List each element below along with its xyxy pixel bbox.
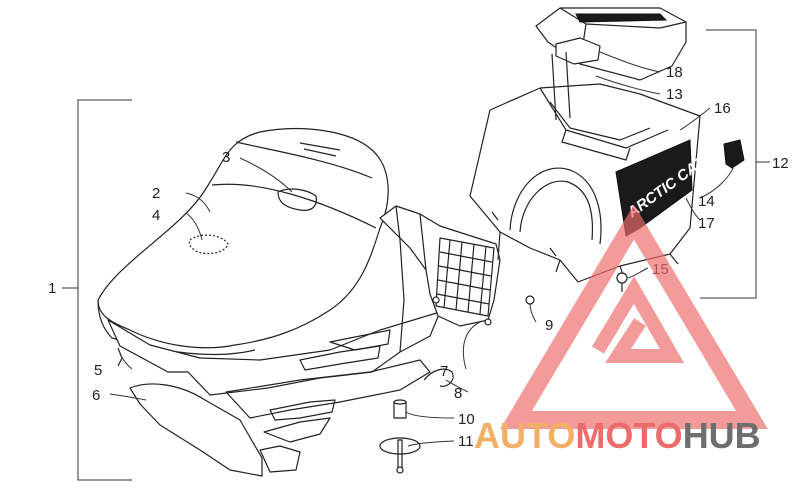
callout-7: 7: [440, 363, 448, 380]
watermark-logo: [500, 204, 768, 429]
storage-box: ARCTIC CAT: [469, 83, 709, 283]
watermark-text: AUTOMOTOHUB: [474, 415, 761, 456]
callout-11: 11: [458, 433, 474, 450]
callout-4: 4: [152, 207, 160, 224]
seat-base: [107, 311, 441, 477]
spacer-10: [393, 399, 407, 419]
watermark-triangle-outer: [500, 204, 768, 429]
seat-cushion: [97, 127, 389, 356]
callout-3: 3: [222, 149, 230, 166]
latch-14: [723, 139, 745, 169]
svg-text:AUTOMOTOHUB: AUTOMOTOHUB: [474, 415, 761, 456]
callout-13: 13: [666, 86, 683, 103]
callout-6: 6: [92, 387, 100, 404]
watermark-triangle-inner: [591, 276, 685, 363]
callout-12: 12: [772, 155, 789, 172]
side-panel: [379, 205, 501, 353]
callout-8: 8: [454, 385, 462, 402]
leader-lines: [109, 51, 735, 447]
callout-10: 10: [458, 411, 475, 428]
callout-14: 14: [698, 193, 715, 210]
bracket-12: [700, 29, 770, 299]
callout-17: 17: [698, 215, 715, 232]
watermark-part1: AUTO: [474, 415, 575, 456]
callout-5: 5: [94, 362, 102, 379]
callout-18: 18: [666, 64, 683, 81]
washer-11: [379, 437, 421, 474]
bolt-15: [616, 272, 628, 292]
spring-8: [423, 368, 454, 387]
callout-16: 16: [714, 100, 731, 117]
watermark-part2: MOTO: [575, 415, 682, 456]
bracket-1: [62, 99, 132, 481]
callout-2: 2: [152, 185, 160, 202]
callout-9: 9: [545, 317, 553, 334]
callout-1: 1: [48, 280, 56, 297]
storage-lid: [535, 7, 687, 121]
watermark-part3: HUB: [683, 415, 761, 456]
bolt-9: [525, 295, 535, 305]
